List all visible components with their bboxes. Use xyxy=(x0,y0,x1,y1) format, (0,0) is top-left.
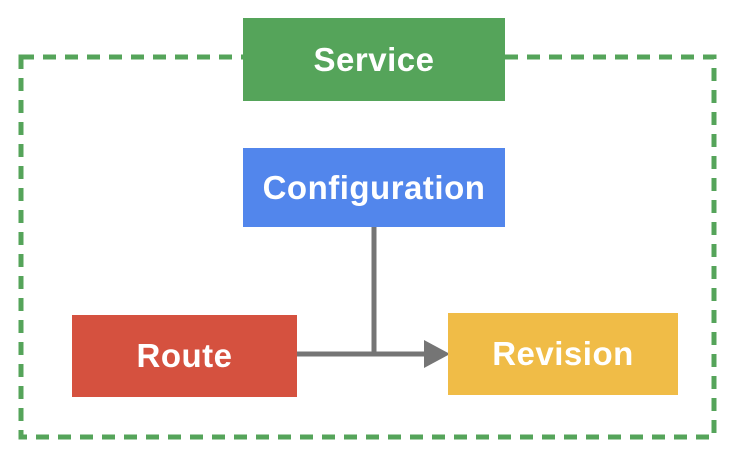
arrowhead-icon xyxy=(424,340,450,368)
node-configuration: Configuration xyxy=(243,148,505,227)
node-route: Route xyxy=(72,315,297,397)
dashed-boundary-border xyxy=(18,54,717,440)
node-route-label: Route xyxy=(136,337,233,374)
node-configuration-label: Configuration xyxy=(262,168,486,206)
node-service: Service xyxy=(243,18,505,101)
node-revision: Revision xyxy=(448,313,678,395)
node-revision-label: Revision xyxy=(492,335,634,372)
node-service-label: Service xyxy=(313,40,435,78)
